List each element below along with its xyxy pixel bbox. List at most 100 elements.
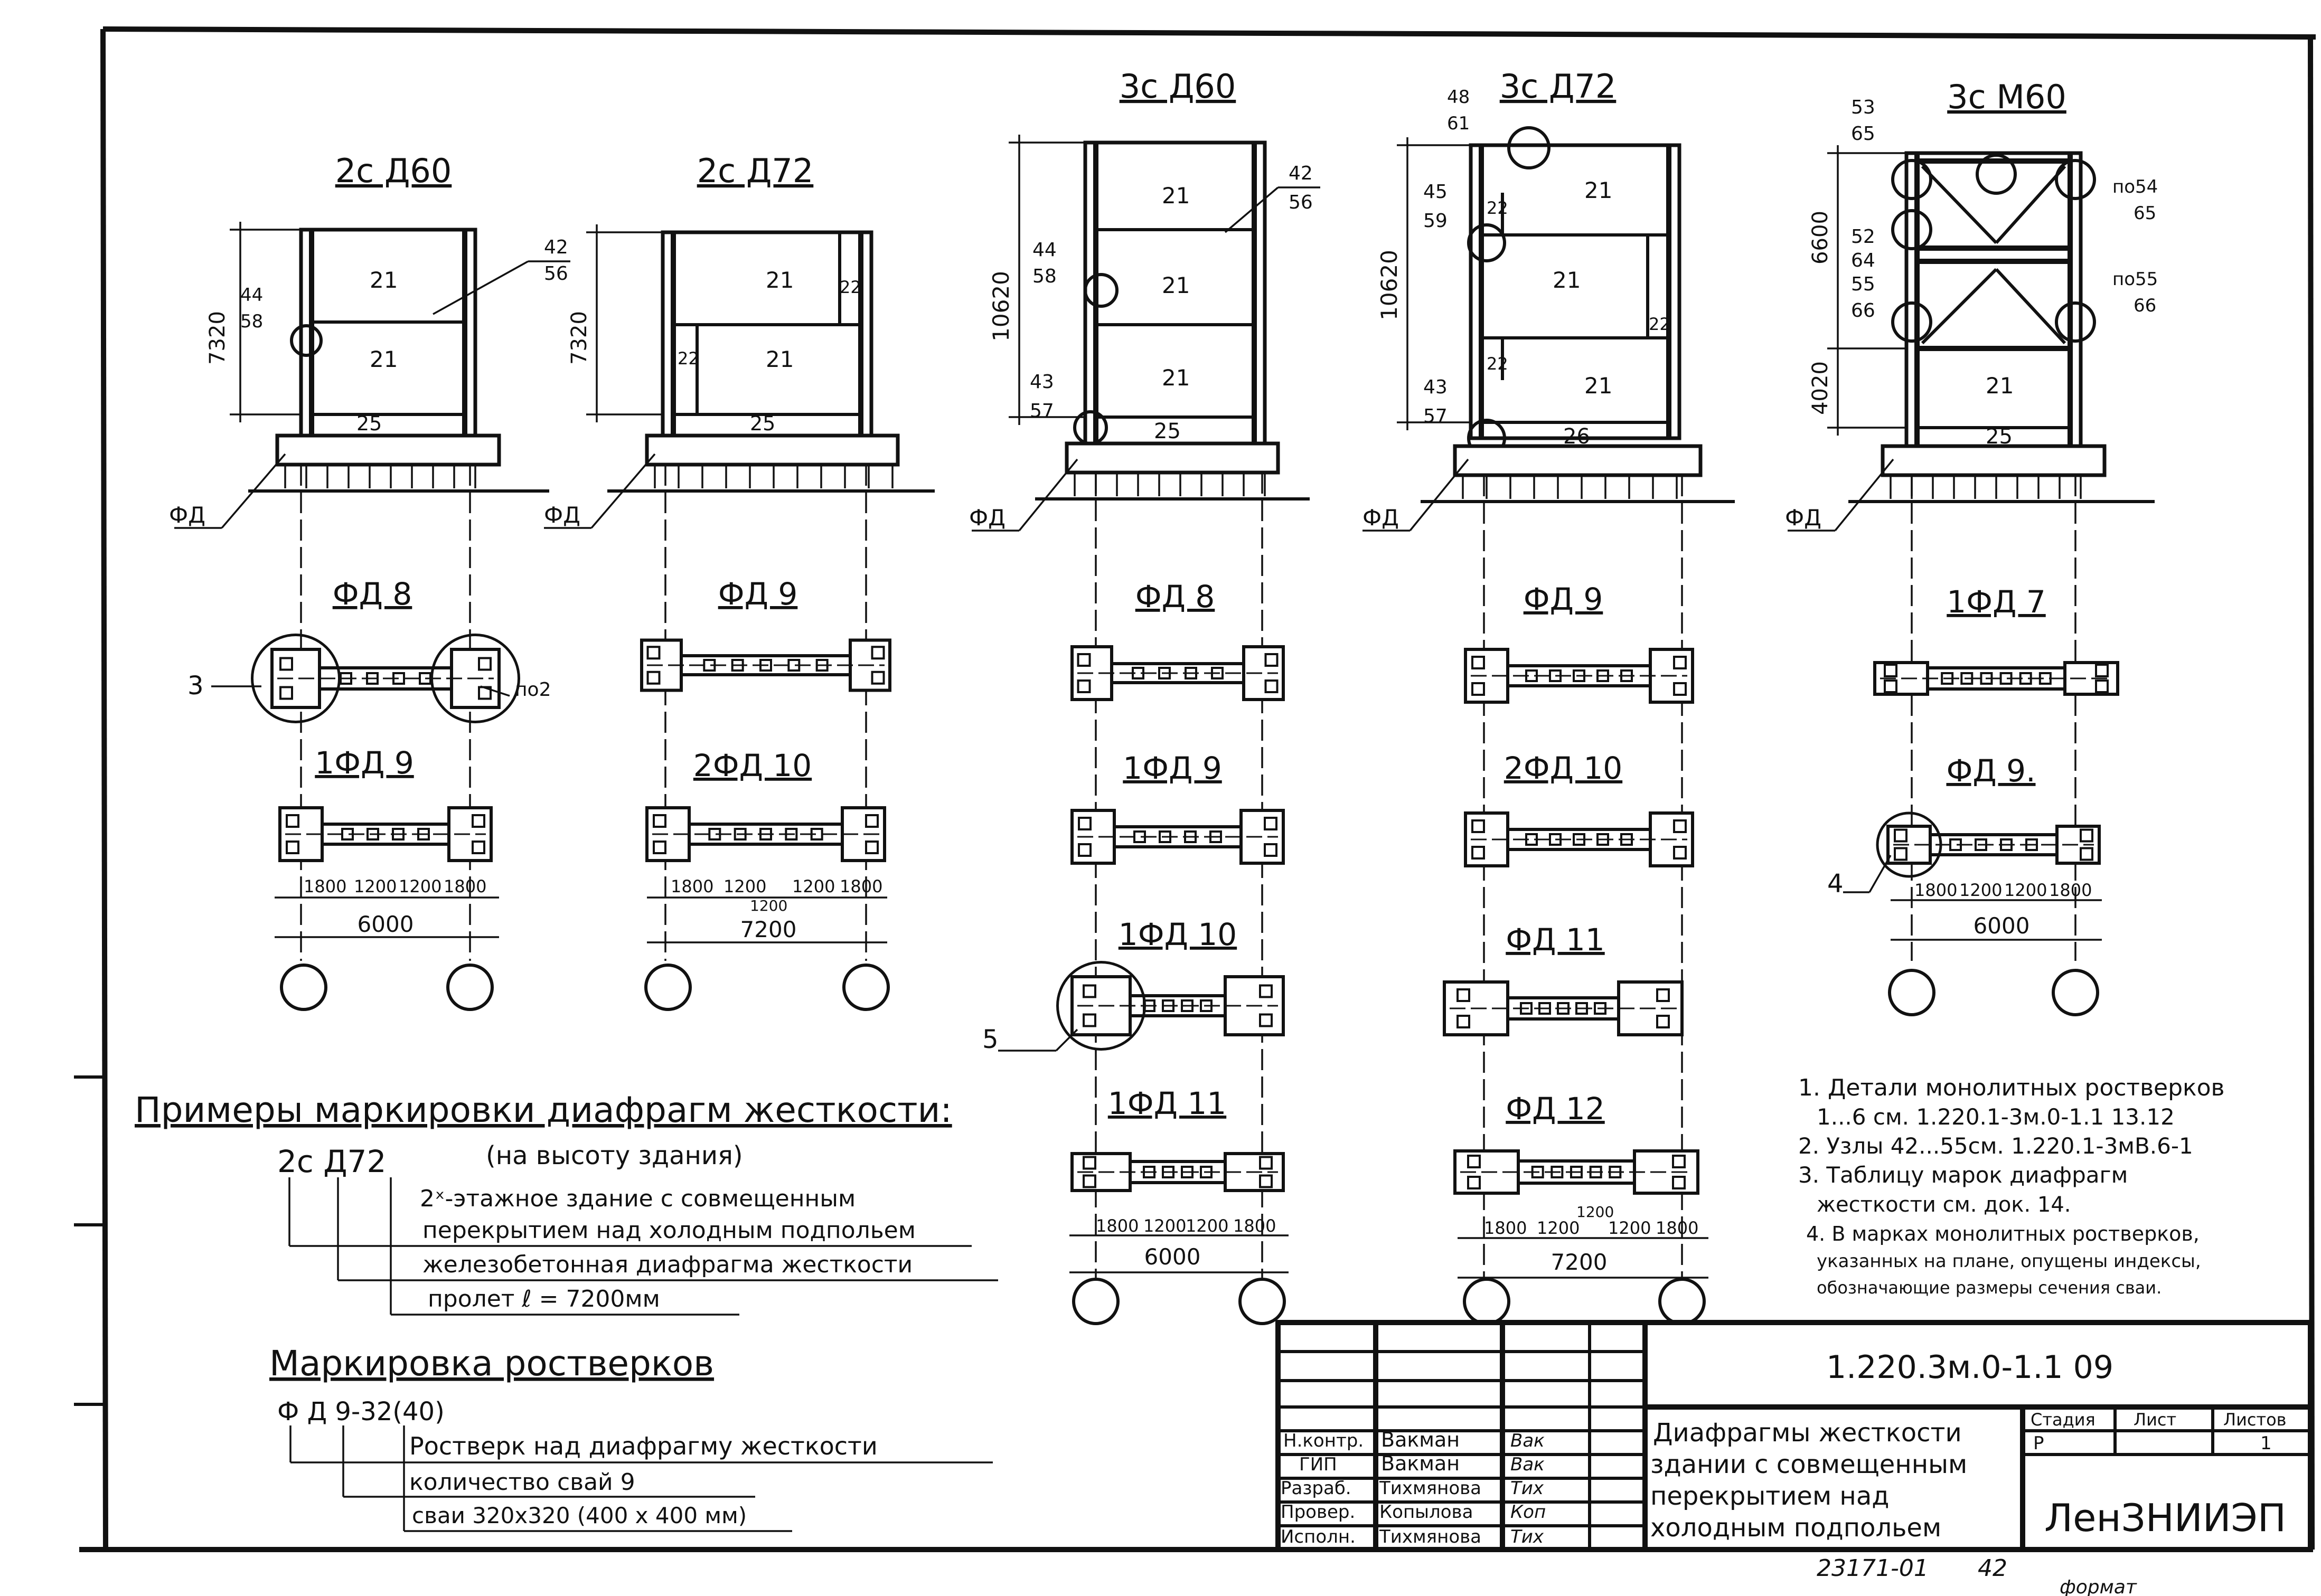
general-notes: 1. Детали монолитных ростверков 1...6 см… — [1798, 1074, 2224, 1298]
stamp-role: Провер. — [1281, 1501, 1355, 1523]
plan-label: ФД 8 — [333, 576, 412, 612]
dim-label: 1800 — [840, 876, 882, 896]
dim-label: 1800 — [1233, 1216, 1276, 1236]
plan-label: 1ФД 9 — [1123, 750, 1221, 786]
pile-square — [2080, 847, 2093, 861]
cell-label: 21 — [370, 346, 398, 372]
found-label: ФД — [1362, 505, 1399, 531]
callout-circle — [251, 634, 341, 723]
bottom-code: 23171-01 — [1817, 1555, 1929, 1582]
stamp-name: Копылова — [1379, 1501, 1473, 1523]
examples-line: пролет ℓ = 7200мм — [428, 1286, 660, 1312]
pile-square — [1471, 846, 1485, 860]
plan-labels: ФД 8 ФД 9 ФД 8 ФД 9 1ФД 7 1ФД 9 2ФД 10 1… — [187, 576, 2046, 1127]
frame-title: 2с Д72 — [697, 152, 814, 190]
pile-square — [1083, 1156, 1096, 1170]
dim-label: 1200 — [1576, 1203, 1614, 1221]
doc-code: 1.220.3м.0-1.1 09 — [1826, 1349, 2113, 1386]
format-label: формат — [2060, 1576, 2137, 1596]
node-num: 61 — [1447, 113, 1470, 134]
pile-square — [1894, 847, 1907, 861]
frame-title: 3с М60 — [1947, 78, 2066, 116]
pile-square — [1083, 1174, 1096, 1188]
pile-square — [472, 841, 485, 854]
pile-square — [286, 814, 299, 828]
examples-line: 2ˣ-этажное здание с совмещенным — [420, 1185, 856, 1212]
dim-height: 10620 — [1376, 250, 1402, 320]
stamp-role: Исполн. — [1281, 1526, 1356, 1547]
dim-label: 1800 — [1914, 880, 1957, 900]
node-num: 56 — [1289, 192, 1313, 213]
dim-label: 1200 — [399, 876, 441, 896]
small-label: 22 — [840, 277, 861, 297]
pile-square — [1077, 653, 1091, 667]
pile-square — [1457, 988, 1470, 1002]
pile-square — [646, 670, 661, 685]
cell-label: 21 — [766, 267, 794, 293]
pile-square — [1673, 819, 1687, 833]
pile-square — [1083, 984, 1096, 998]
dim-label: 1200 — [1959, 880, 2002, 900]
cell-label: 21 — [1986, 373, 2014, 399]
note-line: 1. Детали монолитных ростверков — [1798, 1074, 2224, 1101]
dim-label: 1800 — [444, 876, 486, 896]
pile-square — [1259, 1174, 1273, 1188]
pile-square — [1884, 679, 1897, 693]
examples-line: перекрытием над холодным подпольем — [422, 1217, 916, 1244]
dim-label: 1200 — [354, 876, 397, 896]
frame-2sd72: 2с Д72 21 21 22 22 25 7320 ФД — [544, 152, 935, 529]
pile-square — [1672, 1155, 1686, 1168]
dim-label: 1200 — [750, 897, 787, 914]
plan-label: 1ФД 7 — [1947, 584, 2045, 620]
cell-label: 21 — [370, 267, 398, 293]
axis-lines — [300, 465, 2076, 1278]
sheet-frame — [74, 26, 2316, 1552]
pile-square — [279, 686, 293, 700]
dim-total: 7200 — [1551, 1249, 1608, 1275]
dim-total: 7200 — [740, 917, 797, 942]
plan-label: ФД 9. — [1946, 753, 2035, 789]
beam-label: 25 — [1154, 419, 1181, 443]
title-block: 1.220.3м.0-1.1 09 Н.контр. ГИП Разраб. П… — [1275, 1320, 2313, 1596]
pile-square — [1471, 656, 1485, 669]
pile-square — [1672, 1176, 1686, 1189]
node-num: 43 — [1423, 376, 1448, 398]
callout-number: 4 — [1827, 869, 1844, 899]
plan-label: 1ФД 11 — [1108, 1085, 1226, 1121]
frame-title: 2с Д60 — [335, 152, 452, 190]
found-label: ФД — [544, 502, 580, 528]
note-line: 1...6 см. 1.220.1-3м.0-1.1 13.12 — [1817, 1104, 2175, 1130]
pile-square — [1884, 664, 1897, 677]
rostverk-code: Ф Д 9-32(40) — [277, 1397, 445, 1427]
stamp-signature: Коп — [1510, 1501, 1546, 1523]
plan-label: 2ФД 10 — [1504, 750, 1622, 786]
pile-square — [653, 814, 666, 828]
node-num: 66 — [1851, 300, 1875, 322]
dim-upper: 6600 — [1808, 211, 1833, 265]
stamp-name: Вакман — [1381, 1452, 1460, 1475]
frame-title: 3с Д72 — [1500, 67, 1617, 106]
frame-3sd60: 3с Д60 21 21 21 25 10620 44 58 43 57 42 … — [969, 67, 1320, 532]
pile-square — [1673, 846, 1687, 860]
pile-square — [646, 646, 661, 660]
node-num: 65 — [2134, 203, 2156, 224]
node-num: по55 — [2112, 269, 2158, 290]
pile-square — [1656, 1015, 1670, 1028]
stage-value: Р — [2033, 1433, 2044, 1454]
dim-height: 7320 — [205, 311, 230, 365]
stamp-signature: Тих — [1510, 1478, 1544, 1499]
pile-square — [1457, 1015, 1470, 1028]
dim-label: 1200 — [1608, 1218, 1651, 1238]
cell-label: 21 — [1584, 373, 1612, 399]
rostverk-line: Ростверк над диафрагму жесткости — [409, 1432, 878, 1460]
dim-label: 1800 — [2049, 880, 2092, 900]
pile-square — [478, 657, 492, 671]
frame-2sd60: 2с Д60 21 21 25 7320 44 58 42 56 ФД — [169, 152, 570, 529]
sheets-value: 1 — [2260, 1433, 2272, 1454]
pile-square — [2095, 664, 2109, 677]
stamp-role: Н.контр. — [1283, 1430, 1364, 1451]
plan-dims: 1800 1200 1200 1800 6000 1800 1200 1200 … — [275, 876, 2102, 1279]
plan-label: 1ФД 10 — [1119, 917, 1237, 952]
examples-line: железобетонная диафрагма жесткости — [422, 1251, 913, 1278]
dim-total: 6000 — [1144, 1244, 1201, 1270]
